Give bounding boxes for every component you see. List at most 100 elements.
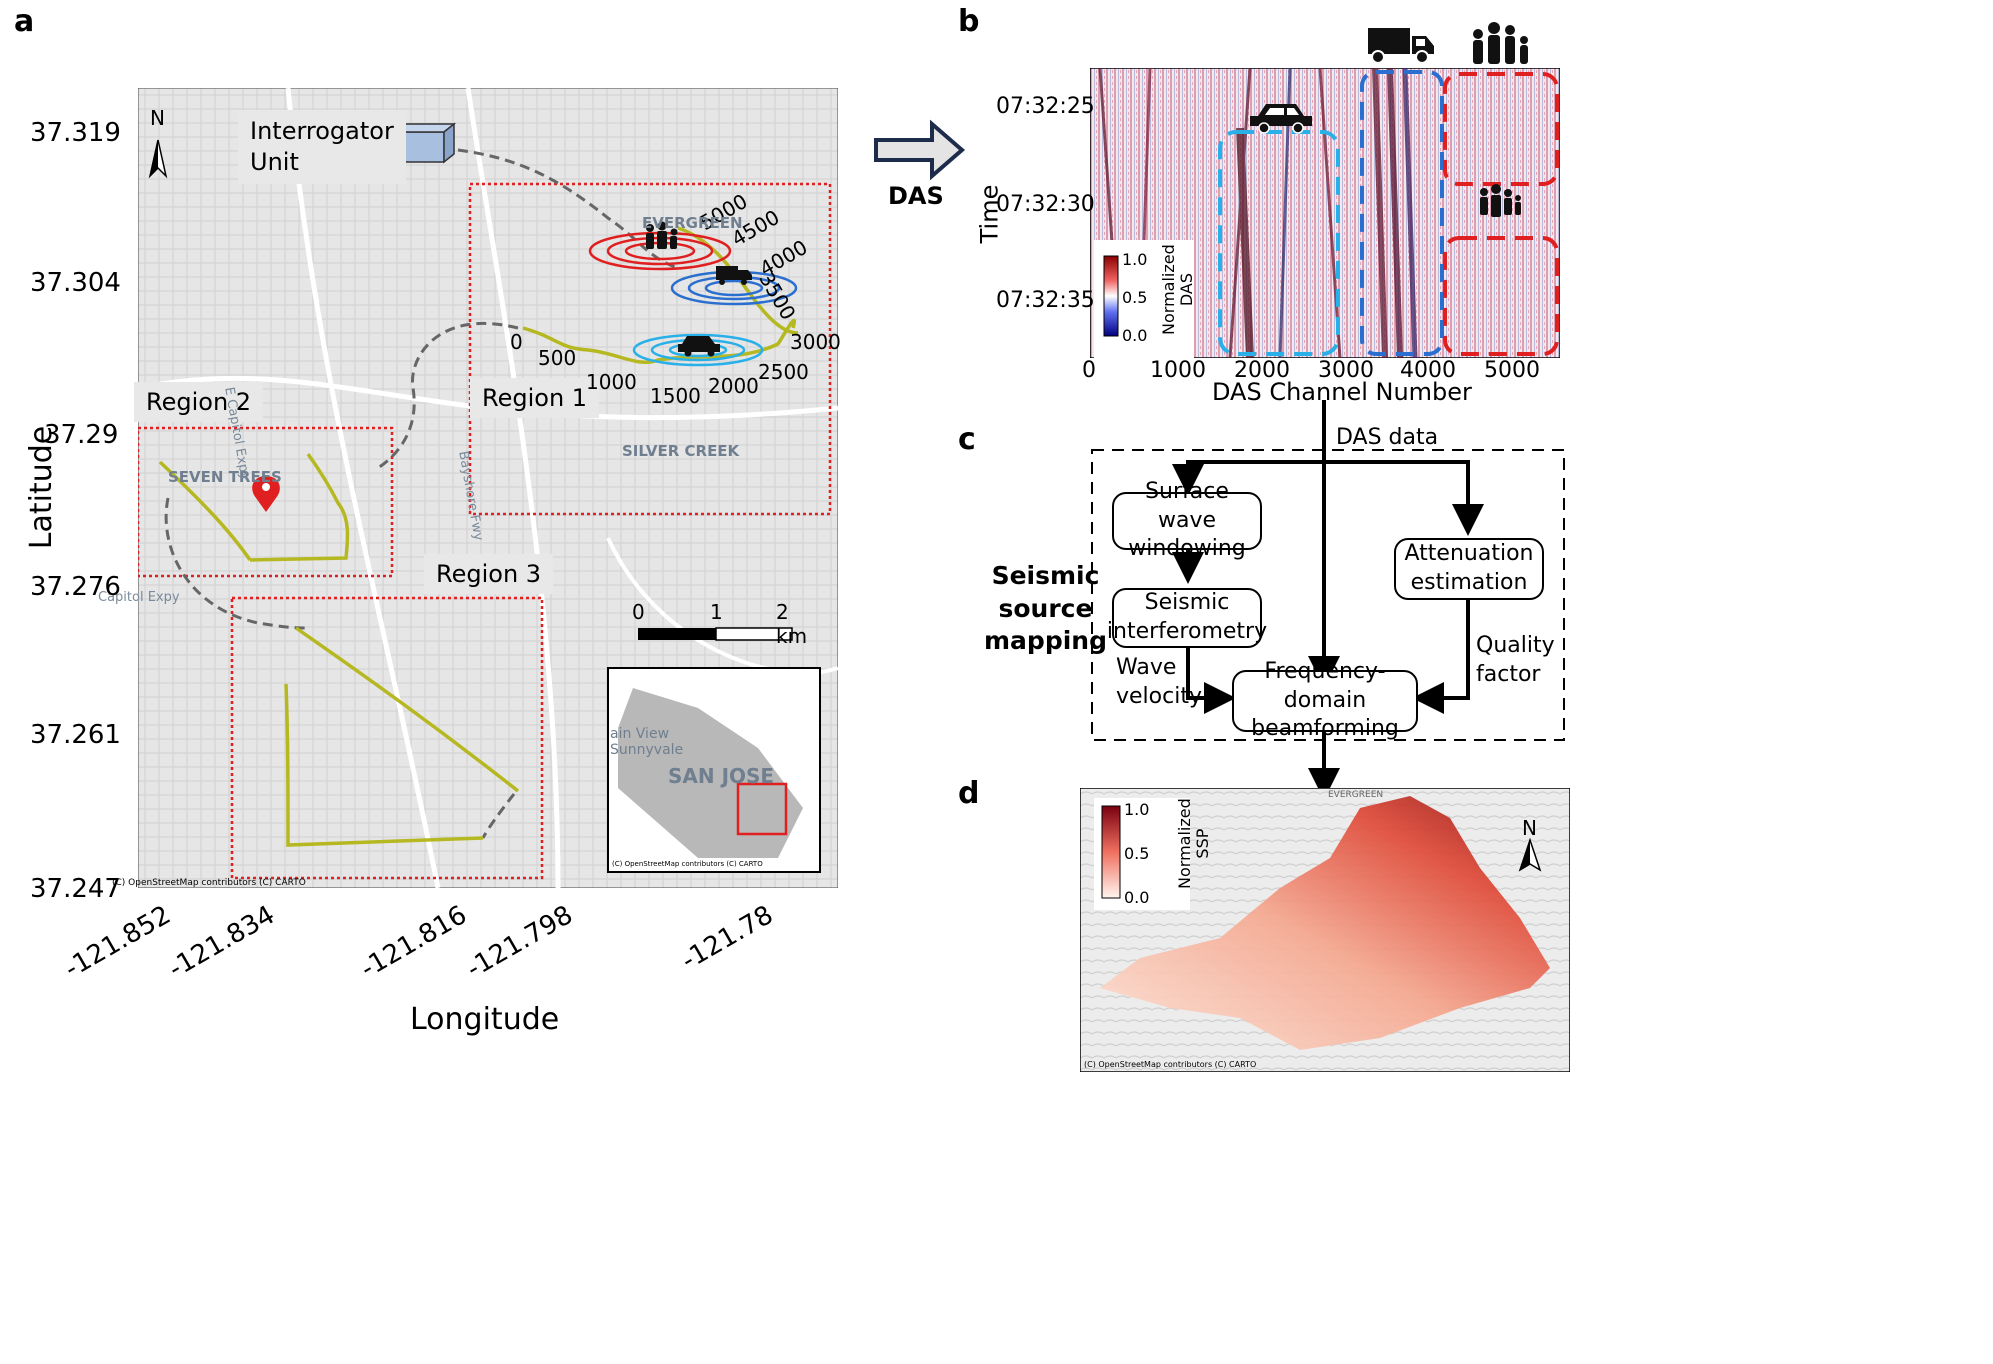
inset-attribution: (C) OpenStreetMap contributors (C) CARTO <box>612 860 763 868</box>
das-cb-label: Normalized DAS <box>1158 244 1196 335</box>
car-icon-b <box>1250 104 1312 134</box>
xtick-3: -121.816 <box>355 900 472 985</box>
people-icon <box>646 221 678 249</box>
xtick-4: -121.798 <box>461 900 578 985</box>
channel-1000: 1000 <box>586 370 637 394</box>
inset-highlight-box <box>736 782 788 836</box>
wave-velocity-label: Wave velocity <box>1116 655 1202 709</box>
xtick-5: -121.78 <box>676 900 778 977</box>
ytick-2: 37.304 <box>30 268 121 298</box>
ytick-4: 37.276 <box>30 572 121 602</box>
das-cb-min: 0.0 <box>1122 326 1148 345</box>
scale-0: 0 <box>632 600 645 624</box>
ytick-3: 37.29 <box>44 420 119 450</box>
route-region-3 <box>284 626 520 847</box>
truck-icon <box>716 266 752 285</box>
region-2-label: Region 2 <box>134 382 264 422</box>
ssp-heat-region <box>1100 796 1550 1050</box>
channel-500: 500 <box>538 346 577 370</box>
ssp-north-label: N <box>1522 816 1537 840</box>
place-sunnyvale: Sunnyvale <box>610 742 684 758</box>
time-tick-1: 07:32:25 <box>996 94 1095 119</box>
region-3-label: Region 3 <box>424 554 554 594</box>
channel-2500: 2500 <box>758 360 809 384</box>
ssp-cb-min: 0.0 <box>1124 888 1150 907</box>
seismic-source-mapping-label: Seismic source mapping <box>984 561 1107 655</box>
flowchart-lines <box>1091 400 1565 800</box>
panel-c-label: c <box>958 422 976 457</box>
ssp-cb-label: Normalized SSP <box>1174 798 1212 889</box>
channel-tick-3000: 3000 <box>1318 358 1374 383</box>
channel-tick-5000: 5000 <box>1484 358 1540 383</box>
channel-tick-0: 0 <box>1082 358 1096 383</box>
das-arrow-label: DAS <box>888 182 944 210</box>
car-icon <box>678 336 720 357</box>
region-1-box <box>468 182 832 516</box>
truck-icon-b <box>1368 28 1434 64</box>
ssp-attribution: (C) OpenStreetMap contributors (C) CARTO <box>1084 1060 1257 1069</box>
people-icon-b <box>1480 184 1521 217</box>
channel-3000: 3000 <box>790 330 841 354</box>
map-panel-a <box>138 88 838 888</box>
people-icon-header <box>1473 22 1528 64</box>
map-attribution: (C) OpenStreetMap contributors (C) CARTO <box>112 878 306 888</box>
quality-factor-label: Quality factor <box>1476 633 1555 687</box>
pedestrian-zone-1 <box>1443 72 1559 186</box>
ssp-map <box>1080 788 1570 1072</box>
truck-zone <box>1360 70 1444 356</box>
place-seven-trees: SEVEN TREES <box>168 468 282 486</box>
das-cb-max: 1.0 <box>1122 250 1148 269</box>
das-arrow-icon <box>874 119 966 181</box>
north-arrow-icon-d <box>1518 837 1542 872</box>
place-silver-creek: SILVER CREEK <box>622 442 740 460</box>
time-tick-3: 07:32:35 <box>996 288 1095 313</box>
das-colorbar <box>1103 255 1119 337</box>
channel-tick-2000: 2000 <box>1234 358 1290 383</box>
beamforming-box: Frequency-domain beamforming <box>1232 659 1418 741</box>
channel-tick-1000: 1000 <box>1150 358 1206 383</box>
channel-1500: 1500 <box>650 384 701 408</box>
ssp-cb-max: 1.0 <box>1124 800 1150 819</box>
ytick-5: 37.261 <box>30 720 121 750</box>
pedestrian-zone-2 <box>1443 236 1559 356</box>
place-mountain-view: ain View <box>610 726 670 742</box>
xtick-1: -121.852 <box>59 900 176 985</box>
ssp-place-evergreen: EVERGREEN <box>1328 790 1384 800</box>
region-3-box <box>230 596 544 880</box>
panel-d-label: d <box>958 776 980 811</box>
attenuation-estimation-box: Attenuation estimation <box>1394 538 1544 600</box>
xtick-2: -121.834 <box>163 900 280 985</box>
place-evergreen: EVERGREEN <box>642 214 743 232</box>
panel-b-label: b <box>958 4 980 39</box>
time-tick-2: 07:32:30 <box>996 192 1095 217</box>
north-arrow-icon <box>148 139 168 179</box>
channel-axis-label: DAS Channel Number <box>1212 378 1472 406</box>
das-cb-mid: 0.5 <box>1122 288 1148 307</box>
surface-wave-windowing-box: Surface wave windowing <box>1112 479 1262 561</box>
car-zone <box>1218 130 1340 356</box>
route-region-2 <box>158 452 350 562</box>
ytick-6: 37.247 <box>30 874 121 904</box>
scale-1: 1 <box>710 600 723 624</box>
scale-bar <box>638 627 793 641</box>
xlabel-longitude: Longitude <box>410 1002 560 1037</box>
panel-a-label: a <box>14 4 35 39</box>
channel-2000: 2000 <box>708 374 759 398</box>
ssp-cb-mid: 0.5 <box>1124 844 1150 863</box>
seismic-interferometry-box: Seismic interferometry <box>1107 588 1267 648</box>
region-2-box <box>138 426 394 578</box>
inset-map <box>607 667 821 873</box>
das-data-label: DAS data <box>1336 425 1439 450</box>
das-waterfall-plot <box>1090 68 1560 358</box>
ylabel-latitude: Latitude <box>24 425 60 550</box>
channel-0: 0 <box>510 330 523 354</box>
scale-2km: 2 km <box>776 600 808 648</box>
time-axis-label: Time <box>975 184 1004 244</box>
interrogator-label: Interrogator Unit <box>238 110 406 185</box>
north-label: N <box>150 106 165 130</box>
road-capitol-expy: Capitol Expy <box>98 590 180 605</box>
ytick-1: 37.319 <box>30 118 121 148</box>
ssp-colorbar <box>1101 805 1121 899</box>
location-pin-icon <box>252 476 280 512</box>
place-san-jose: SAN JOSE <box>668 764 775 788</box>
